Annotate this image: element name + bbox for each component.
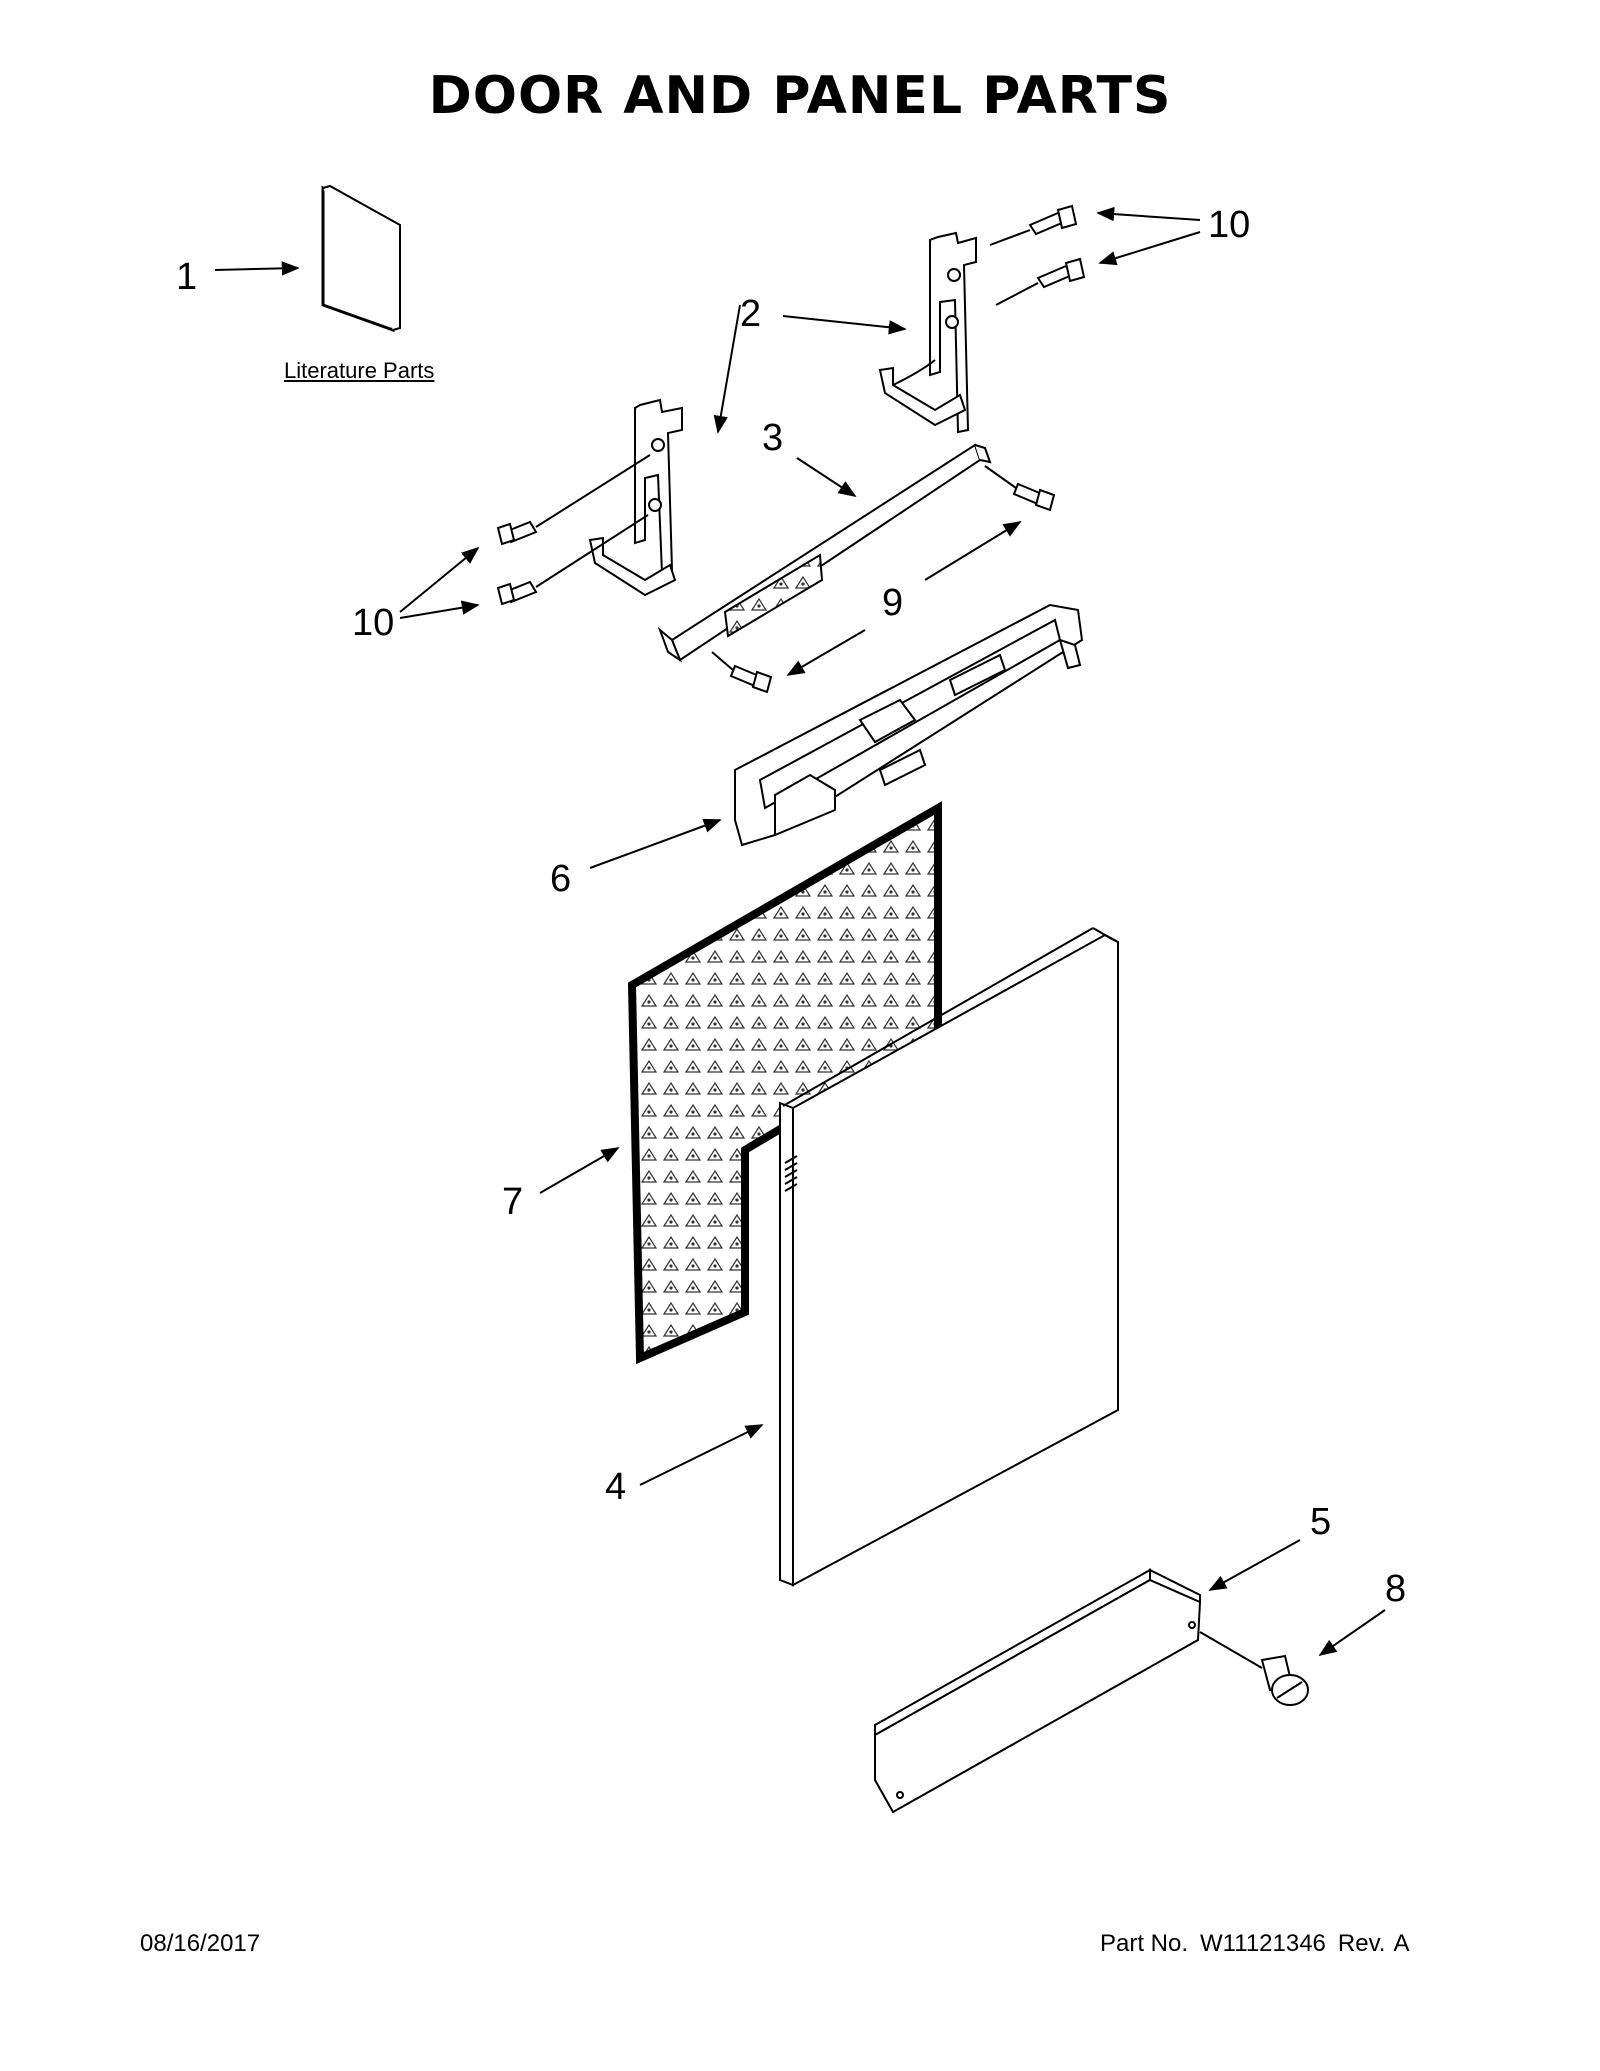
callout-8: 8	[1385, 1568, 1407, 1610]
control-console-part-6	[734, 603, 1084, 847]
callout-2-arrow-right	[782, 315, 907, 335]
footer-part-info: Part No. W11121346 Rev. A	[1100, 1930, 1422, 1958]
callout-10-arrow-a2	[1098, 231, 1201, 266]
callout-7-arrow	[539, 1147, 620, 1194]
callout-9-arrow-a	[924, 521, 1022, 581]
callout-3: 3	[762, 417, 784, 459]
literature-parts-booklet	[214, 184, 401, 333]
callout-2: 2	[740, 293, 762, 335]
screw-group-left	[496, 454, 651, 606]
screw-group-top	[989, 204, 1086, 306]
revision: A	[1393, 1930, 1410, 1957]
callout-6: 6	[550, 858, 572, 900]
callout-4-arrow	[639, 1424, 764, 1486]
callout-3-arrow	[796, 457, 857, 497]
callout-6-arrow	[589, 818, 722, 869]
callout-1-arrow	[214, 261, 300, 276]
callout-1: 1	[176, 256, 198, 298]
literature-parts-caption: Literature Parts	[284, 358, 435, 383]
part-number: W11121346	[1200, 1930, 1326, 1957]
callout-10-arrow-b1	[399, 546, 480, 613]
callout-9-arrow-b	[786, 629, 866, 676]
callout-7: 7	[502, 1181, 524, 1223]
toe-panel-part-5	[874, 1568, 1202, 1814]
footer-date: 08/16/2017	[140, 1930, 261, 1957]
left-hinge-bracket	[588, 398, 683, 597]
callout-5: 5	[1310, 1501, 1332, 1543]
callout-10-top: 10	[1208, 204, 1251, 246]
callout-2-arrow-left	[713, 304, 741, 434]
page-title: DOOR AND PANEL PARTS	[428, 66, 1172, 126]
callout-8-arrow	[1318, 1609, 1386, 1657]
door-panel-part-4	[779, 927, 1119, 1587]
callout-10-left: 10	[352, 602, 395, 644]
right-hinge-bracket	[878, 231, 977, 434]
callout-9: 9	[882, 582, 904, 624]
insulation-panel-part-7	[627, 801, 942, 1365]
screws-part-9	[711, 465, 1056, 694]
part-number-prefix: Part No.	[1100, 1930, 1189, 1957]
callout-10-arrow-b2	[399, 600, 480, 619]
callout-5-arrow	[1208, 1539, 1301, 1591]
knob-part-8	[1199, 1631, 1309, 1706]
vent-bar-part-3	[657, 443, 992, 663]
callout-10-arrow-a1	[1096, 206, 1201, 222]
revision-prefix: Rev.	[1337, 1930, 1386, 1957]
callout-4: 4	[605, 1466, 627, 1508]
